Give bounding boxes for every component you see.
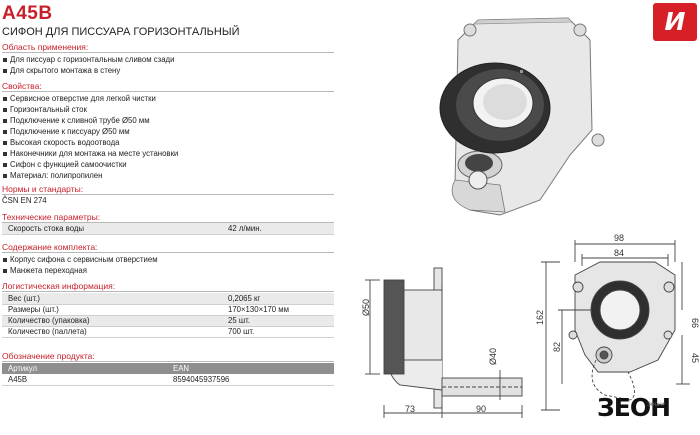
table-cell: 25 шт. bbox=[222, 315, 334, 327]
application-list: Для писсуар с горизонтальным сливом сзад… bbox=[2, 54, 174, 76]
dim-mount-width: 84 bbox=[614, 248, 624, 258]
list-item: Высокая скорость водоотвода bbox=[2, 137, 178, 148]
table-row: Количество (паллета) 700 шт. bbox=[2, 326, 334, 338]
table-cell: Количество (паллета) bbox=[2, 326, 222, 338]
bullet-icon bbox=[3, 162, 7, 167]
list-item: Материал: полипропилен bbox=[2, 170, 178, 181]
bullet-icon bbox=[3, 57, 7, 62]
list-item: Для писсуар с горизонтальным сливом сзад… bbox=[2, 54, 174, 65]
category-badge: И bbox=[653, 3, 697, 41]
list-item: Сервисное отверстие для легкой чистки bbox=[2, 93, 178, 104]
divider bbox=[2, 194, 334, 195]
list-item: Манжета переходная bbox=[2, 265, 158, 276]
dim-total-height: 162 bbox=[535, 310, 545, 325]
product-code: A45B bbox=[2, 3, 53, 24]
table-row: Скорость стока воды 42 л/мин. bbox=[2, 223, 334, 235]
dim-outlet-length: 90 bbox=[476, 404, 486, 414]
table-cell: 0,2065 кг bbox=[222, 293, 334, 305]
list-item: Сифон с функцией самоочистки bbox=[2, 159, 178, 170]
table-cell: 42 л/мин. bbox=[222, 223, 334, 235]
divider bbox=[2, 361, 334, 362]
table-cell: A45B bbox=[2, 374, 167, 386]
technical-title: Технические параметры: bbox=[2, 212, 101, 222]
spec-column: A45B СИФОН ДЛЯ ПИССУАРА ГОРИЗОНТАЛЬНЫЙ О… bbox=[0, 0, 340, 435]
dim-pipe-diameter: Ø50 bbox=[361, 299, 371, 316]
bullet-icon bbox=[3, 118, 7, 123]
logistics-title: Логистическая информация: bbox=[2, 281, 116, 291]
table-row: Количество (упаковка) 25 шт. bbox=[2, 315, 334, 327]
product-subtitle: СИФОН ДЛЯ ПИССУАРА ГОРИЗОНТАЛЬНЫЙ bbox=[2, 26, 240, 38]
dim-depth: 73 bbox=[405, 404, 415, 414]
column-header: Артикул bbox=[2, 363, 167, 374]
table-row: A45B 8594045937596 bbox=[2, 374, 334, 386]
watermark-logo: ЗЕОН bbox=[597, 393, 671, 422]
list-item: Горизонтальный сток bbox=[2, 104, 178, 115]
dim-upper-offset: 66 bbox=[690, 318, 700, 328]
bullet-icon bbox=[3, 96, 7, 101]
table-row: Размеры (шт.) 170×130×170 мм bbox=[2, 304, 334, 316]
list-item: Для скрытого монтажа в стену bbox=[2, 65, 174, 76]
table-header-row: Артикул EAN bbox=[2, 363, 334, 374]
standards-title: Нормы и стандарты: bbox=[2, 184, 84, 194]
product-title: Обозначение продукта: bbox=[2, 351, 95, 361]
watermark-sub: Зеон+ bbox=[647, 401, 666, 408]
bullet-icon bbox=[3, 268, 7, 273]
bullet-icon bbox=[3, 129, 7, 134]
bullet-icon bbox=[3, 140, 7, 145]
table-cell: 170×130×170 мм bbox=[222, 304, 334, 316]
properties-title: Свойства: bbox=[2, 81, 42, 91]
bullet-icon bbox=[3, 68, 7, 73]
badge-letter: И bbox=[664, 7, 686, 36]
table-cell: 8594045937596 bbox=[167, 374, 334, 386]
table-cell: Вес (шт.) bbox=[2, 293, 222, 305]
contents-title: Содержание комплекта: bbox=[2, 242, 98, 252]
dim-lower-offset: 45 bbox=[690, 353, 700, 363]
bullet-icon bbox=[3, 257, 7, 262]
properties-list: Сервисное отверстие для легкой чистки Го… bbox=[2, 93, 178, 181]
dim-total-width: 98 bbox=[614, 233, 624, 243]
bullet-icon bbox=[3, 151, 7, 156]
dim-center-height: 82 bbox=[552, 342, 562, 352]
divider bbox=[2, 222, 334, 223]
list-item: Корпус сифона с сервисным отверстием bbox=[2, 254, 158, 265]
product-render bbox=[439, 17, 605, 216]
divider bbox=[2, 252, 334, 253]
column-header: EAN bbox=[167, 363, 334, 374]
list-item: Подключение к сливной трубе Ø50 мм bbox=[2, 115, 178, 126]
application-title: Область применения: bbox=[2, 42, 89, 52]
divider bbox=[2, 291, 334, 292]
table-cell: Размеры (шт.) bbox=[2, 304, 222, 316]
technical-table: Скорость стока воды 42 л/мин. bbox=[2, 223, 334, 235]
contents-list: Корпус сифона с сервисным отверстием Ман… bbox=[2, 254, 158, 276]
dim-outlet-diameter: Ø40 bbox=[488, 348, 498, 365]
side-view-drawing bbox=[365, 267, 523, 418]
list-item: Подключение к писсуару Ø50 мм bbox=[2, 126, 178, 137]
front-view-drawing bbox=[541, 240, 690, 411]
table-cell: Скорость стока воды bbox=[2, 223, 222, 235]
table-row: Вес (шт.) 0,2065 кг bbox=[2, 293, 334, 305]
list-item: Наконечники для монтажа на месте установ… bbox=[2, 148, 178, 159]
product-table: Артикул EAN A45B 8594045937596 bbox=[2, 363, 334, 386]
divider bbox=[2, 91, 334, 92]
bullet-icon bbox=[3, 107, 7, 112]
standards-value: ČSN EN 274 bbox=[2, 196, 47, 205]
table-cell: 700 шт. bbox=[222, 326, 334, 338]
table-cell: Количество (упаковка) bbox=[2, 315, 222, 327]
divider bbox=[2, 52, 334, 53]
logistics-table: Вес (шт.) 0,2065 кг Размеры (шт.) 170×13… bbox=[2, 293, 334, 338]
bullet-icon bbox=[3, 173, 7, 178]
